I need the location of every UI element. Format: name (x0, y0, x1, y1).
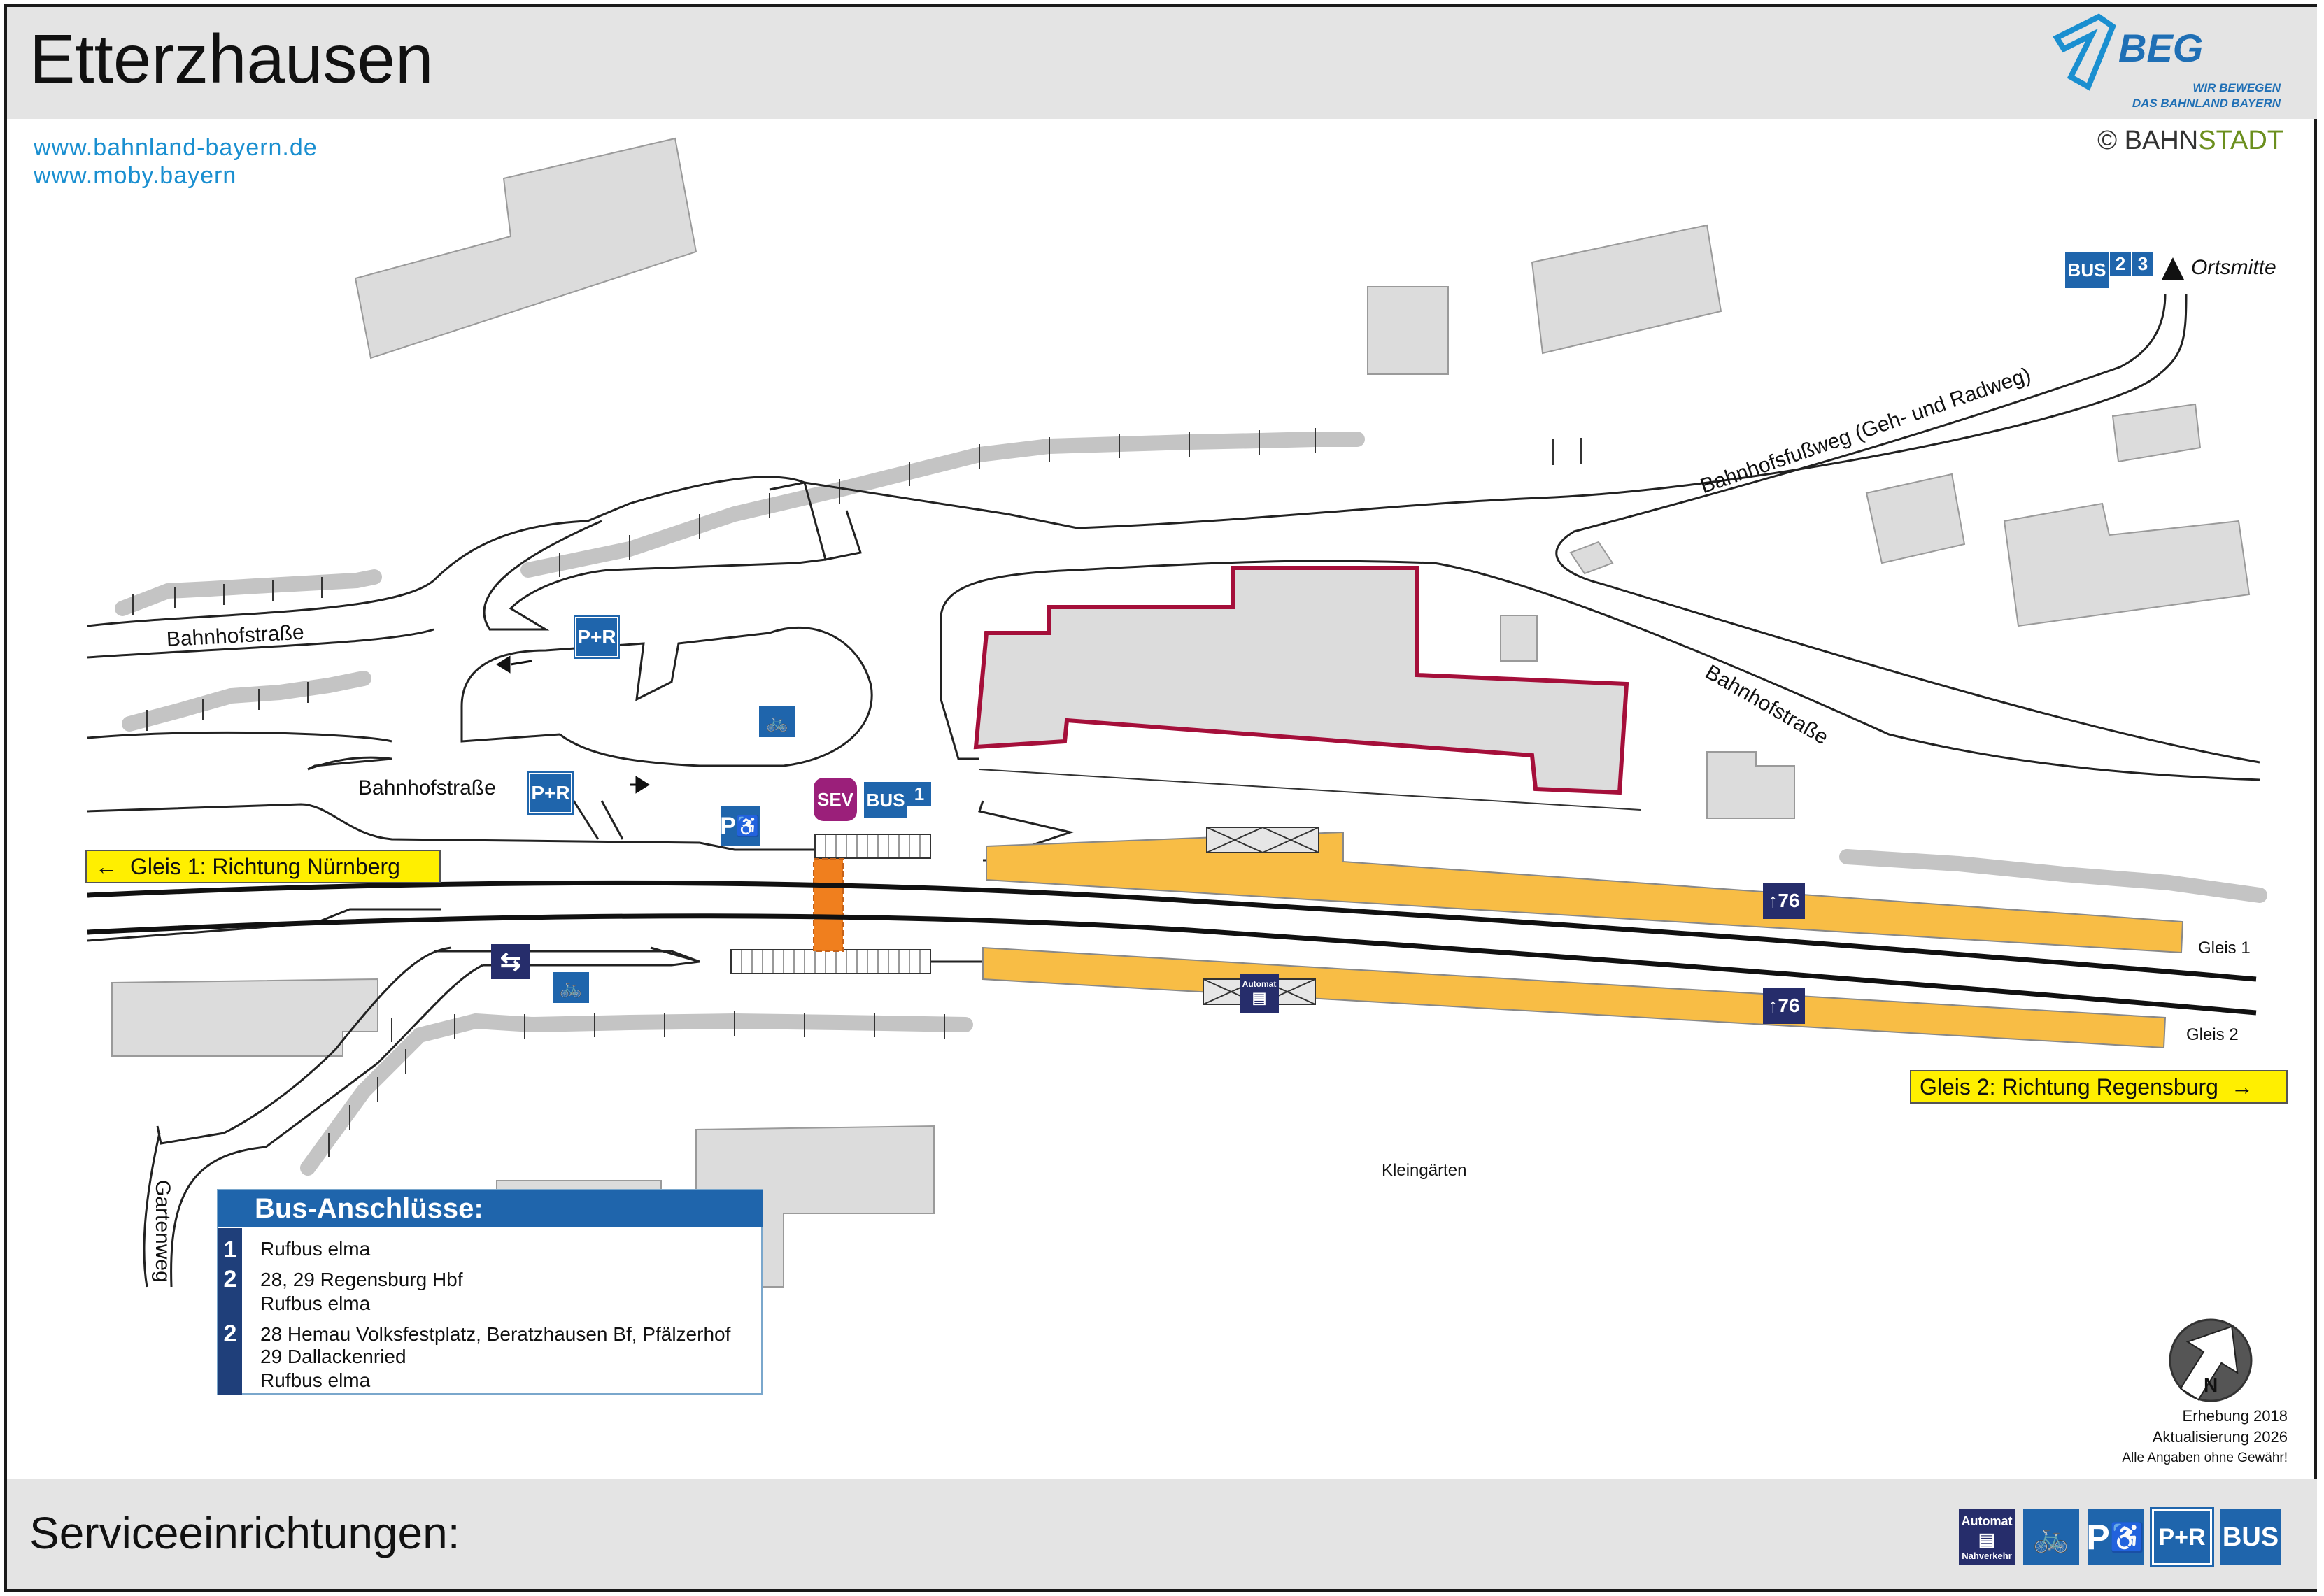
bus-stop-number: 1 (223, 1237, 237, 1263)
link-bahnland[interactable]: www.bahnland-bayern.de (34, 134, 318, 161)
header-bar (7, 7, 2317, 119)
building (1500, 615, 1538, 662)
bus-line-entry: 28, 29 Regensburg Hbf (260, 1269, 463, 1290)
bus-line-entry: 28 Hemau Volksfestplatz, Beratzhausen Bf… (260, 1323, 731, 1345)
building (1865, 473, 1966, 564)
bus-line-entry: Rufbus elma (260, 1292, 371, 1314)
wheelchair-icon: ♿ (735, 815, 760, 837)
map-frame (4, 4, 2317, 1592)
bus-stop-number-1: 1 (907, 782, 931, 806)
bus-stop-number: 2 (223, 1320, 237, 1347)
building (1706, 751, 1795, 819)
direction-sign-gleis-1: ←Gleis 1: Richtung Nürnberg (85, 850, 441, 883)
bus-stop-number: 2 (223, 1266, 237, 1292)
bus-stop-sign-ortsmitte: BUS (2065, 252, 2109, 288)
park-and-ride-sign: P+R (574, 615, 620, 659)
track-label-gleis-2: Gleis 2 (2186, 1025, 2239, 1044)
link-moby[interactable]: www.moby.bayern (34, 162, 237, 189)
bus-line-entry: 29 Dallackenried (260, 1346, 406, 1367)
ortsmitte-arrow-icon (2162, 257, 2184, 280)
copyright-symbol: © (2097, 126, 2118, 155)
hedge-ticks (132, 428, 1582, 1157)
footer-title: Serviceeinrichtungen: (29, 1508, 460, 1558)
beg-tagline-1: WIR BEWEGEN (2192, 81, 2281, 94)
footer-bicycle-parking-icon: 🚲 (2023, 1509, 2079, 1565)
wheelchair-icon: ♿ (2109, 1522, 2145, 1553)
ticket-machine-icon: Automat▤ (1240, 974, 1279, 1013)
area-label-kleingaerten: Kleingärten (1382, 1161, 1467, 1180)
platform-height-sign-1: ↑76 (1763, 883, 1805, 919)
beg-tagline-2: DAS BAHNLAND BAYERN (2132, 97, 2281, 110)
street-label-bahnhofstrasse-center: Bahnhofstraße (358, 776, 496, 799)
bicycle-parking-icon-south: 🚲 (553, 972, 589, 1003)
bus-stop-sign-1: BUS (864, 782, 907, 818)
arrow-left-icon: ← (95, 853, 118, 879)
bus-line-entry: Rufbus elma (260, 1369, 371, 1391)
disclaimer: Alle Angaben ohne Gewähr! (2122, 1451, 2288, 1465)
arrow-right-icon: → (2230, 1074, 2253, 1099)
footer-park-and-ride-icon: P+R (2150, 1507, 2214, 1567)
track-label-gleis-1: Gleis 1 (2198, 939, 2251, 957)
station-building (973, 566, 1629, 795)
ticket-icon: ▤ (1978, 1528, 1996, 1550)
building (111, 978, 378, 1057)
beg-logo-icon (2053, 13, 2116, 91)
building (1569, 541, 1614, 575)
building (354, 137, 697, 359)
arrow-up-icon: ↑ (1768, 995, 1778, 1016)
roads (87, 293, 2260, 1288)
copyright-brand-b: STADT (2198, 126, 2283, 155)
compass-north-label: N (2204, 1374, 2218, 1396)
accessible-parking-sign: P♿ (720, 806, 760, 846)
platform-height-sign-2: ↑76 (1763, 988, 1805, 1024)
building (1367, 286, 1449, 375)
building (1531, 224, 1722, 355)
track-gleis-1 (87, 880, 2257, 982)
building (2111, 403, 2202, 463)
footer-bar (7, 1479, 2317, 1589)
copyright: © BAHNSTADT (2097, 126, 2283, 156)
bus-stop-number-2: 2 (2110, 252, 2131, 276)
platform-gleis-1 (986, 831, 2184, 954)
stair-steps (741, 834, 921, 974)
bicycle-parking-icon: 🚲 (759, 706, 795, 737)
bus-stop-number-3: 3 (2132, 252, 2153, 276)
bus-line-entry: Rufbus elma (260, 1238, 371, 1260)
footer-ticket-machine-icon: Automat▤Nahverkehr (1959, 1509, 2015, 1565)
building (2003, 502, 2251, 627)
page-title: Etterzhausen (29, 20, 434, 97)
tree-marks (979, 769, 1641, 811)
platform-gleis-2 (982, 946, 2167, 1049)
park-and-ride-sign-2: P+R (527, 771, 574, 815)
stairs (730, 834, 931, 974)
arrow-up-icon: ↑ (1768, 890, 1778, 911)
survey-date: Erhebung 2018 (2182, 1407, 2288, 1425)
hedges (115, 432, 2267, 1176)
bus-connections-strip (218, 1228, 242, 1395)
underpass (813, 858, 844, 952)
tracks (87, 880, 2257, 1016)
beg-logo-name: BEG (2118, 26, 2204, 70)
footer-bus-icon: BUS (2220, 1509, 2281, 1565)
sev-sign: SEV (814, 778, 857, 821)
ticket-icon: ▤ (1252, 989, 1267, 1006)
bus-connections-title: Bus-Anschlüsse: (218, 1190, 763, 1227)
street-label-gartenweg: Gartenweg (151, 1180, 174, 1283)
flow-arrows (496, 655, 650, 794)
copyright-brand-a: BAHN (2124, 126, 2199, 155)
bus-connections-panel: Bus-Anschlüsse: 1 Rufbus elma 2 28, 29 R… (217, 1189, 763, 1395)
track-gleis-2 (87, 913, 2257, 1016)
platform-crossing-icon: ⇆ (491, 944, 530, 979)
ortsmitte-label: Ortsmitte (2191, 256, 2276, 279)
compass-icon (2169, 1318, 2253, 1402)
update-date: Aktualisierung 2026 (2152, 1428, 2288, 1446)
footer-accessible-parking-icon: P♿ (2086, 1509, 2145, 1565)
direction-sign-gleis-2: Gleis 2: Richtung Regensburg→ (1910, 1070, 2288, 1104)
